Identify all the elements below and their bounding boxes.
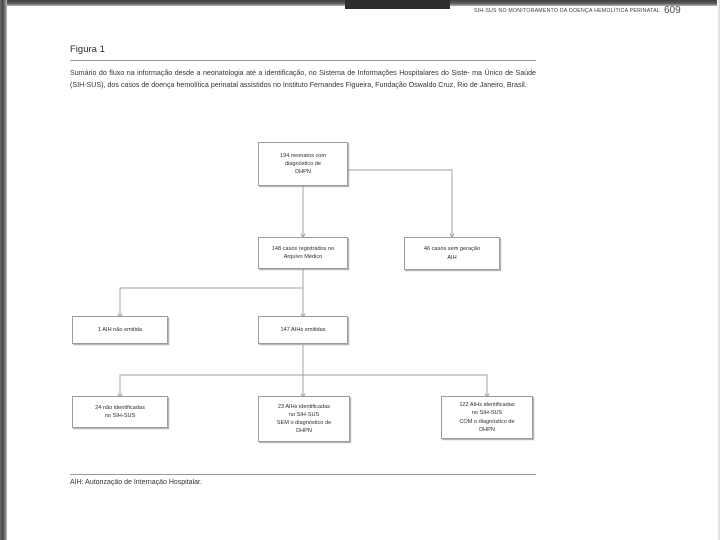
footnote-rule [70, 474, 536, 475]
caption-line-1: Sumário do fluxo na informação desde a n… [70, 69, 470, 77]
flow-node-neonates: 194 neonatos com diagnóstico de DHPN [258, 142, 348, 186]
page-number: 609 [664, 5, 681, 16]
flow-node-aih-issued-line1: 147 AIHs emitidas [280, 326, 326, 333]
scan-artifact-block [345, 0, 450, 9]
flow-node-not-identified-line2: no SIH-SUS [104, 413, 136, 419]
flow-node-aih-issued: 147 AIHs emitidas [258, 316, 348, 344]
figure-title-rule [70, 60, 536, 61]
figure-caption: Sumário do fluxo na informação desde a n… [70, 68, 536, 91]
footnote: AIH: Autorização de Internação Hospitala… [70, 479, 202, 486]
flow-node-not-identified-line1: 24 não identificadas [95, 404, 145, 411]
flow-node-identified-with-diagnosis: 122 AIHs identificadas no SIH-SUS COM o … [441, 396, 533, 439]
flow-node-aih-not-issued: 1 AIH não emitida [72, 316, 168, 344]
caption-line-2: ma Único de Saúde (SIH-SUS), dos casos d… [70, 69, 536, 89]
scan-gutter-left [0, 0, 7, 540]
flow-node-no-aih-generated: 46 casos sem geração AIH [404, 237, 500, 270]
flow-node-medical-archive: 148 casos registrados no Arquivo Médico [258, 237, 348, 269]
flow-node-not-identified: 24 não identificadas no SIH-SUS [72, 396, 168, 428]
flow-node-identified-with-diagnosis-line3: COM o diagnóstico de [459, 418, 515, 425]
flow-node-identified-without-diagnosis-line4: DHPN [296, 428, 312, 435]
scan-edge-right [717, 0, 720, 540]
flow-node-medical-archive-line2: Arquivo Médico [283, 254, 323, 260]
running-head: SIH-SUS NO MONITORAMENTO DA DOENÇA HEMOL… [473, 8, 660, 14]
flow-node-no-aih-generated-line2: AIH [447, 254, 457, 261]
flow-node-aih-not-issued-line1: 1 AIH não emitida [97, 326, 143, 333]
caption-line-3: Oswaldo Cruz, Rio de Janeiro, Brasil. [408, 80, 527, 89]
flow-node-neonates-line1: 194 neonatos com [279, 152, 327, 159]
flow-node-neonates-line3: DHPN [295, 169, 311, 176]
flow-node-identified-without-diagnosis-line3: SEM o diagnóstico de [276, 420, 332, 426]
flow-node-identified-without-diagnosis-line1: 23 AIHs identificadas [277, 403, 331, 410]
flow-node-identified-with-diagnosis-line2: no SIH-SUS [471, 410, 503, 417]
figure-label: Figura 1 [70, 44, 105, 55]
flow-node-neonates-line2: diagnóstico de [284, 160, 322, 167]
flow-node-identified-with-diagnosis-line1: 122 AIHs identificadas [459, 402, 515, 409]
flow-node-identified-with-diagnosis-line4: DHPN [479, 426, 495, 433]
flow-node-identified-without-diagnosis-line2: no SIH-SUS [288, 411, 320, 418]
flow-node-identified-without-diagnosis: 23 AIHs identificadas no SIH-SUS SEM o d… [258, 396, 350, 442]
flow-node-medical-archive-line1: 148 casos registrados no [271, 245, 335, 252]
flow-node-no-aih-generated-line1: 46 casos sem geração [423, 246, 481, 253]
